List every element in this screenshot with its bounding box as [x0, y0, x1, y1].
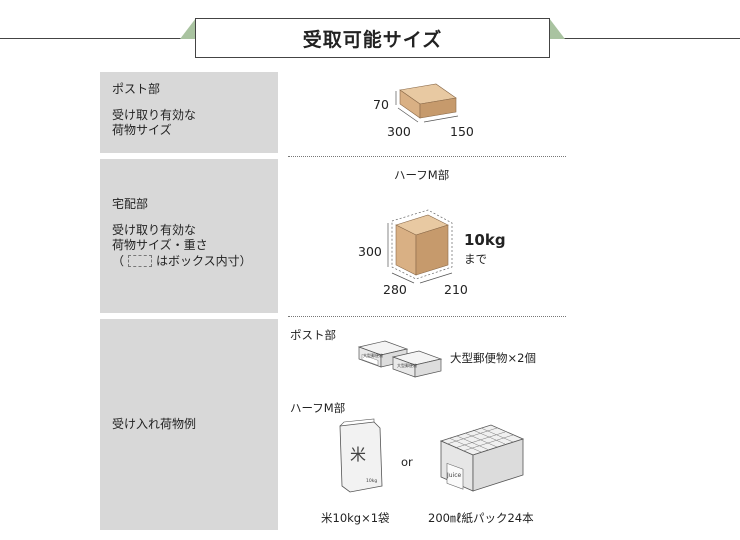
envelope-text-2: 大型郵便物 — [397, 362, 417, 368]
label-delivery: 宅配部 受け取り有効な 荷物サイズ・重さ （ はボックス内寸） — [100, 159, 278, 313]
juice-case-illustration: Juice — [439, 424, 525, 492]
label-post-line3: 荷物サイズ — [112, 123, 172, 138]
label-delivery-line2: 受け取り有効な — [112, 222, 197, 237]
label-examples: 受け入れ荷物例 — [100, 319, 278, 530]
delivery-weight: 10kg — [464, 231, 506, 249]
dashed-box-icon — [128, 255, 153, 268]
label-delivery-title: 宅配部 — [112, 197, 149, 211]
separator-2 — [288, 316, 566, 317]
examples-half-title: ハーフM部 — [290, 401, 346, 415]
delivery-dim-depth: 210 — [444, 282, 468, 297]
delivery-weight-suffix: まで — [464, 252, 487, 266]
post-size-box-illustration — [395, 83, 459, 123]
header-accent-right — [549, 18, 565, 39]
delivery-size-box-illustration — [387, 209, 453, 284]
label-post-title: ポスト部 — [112, 82, 161, 96]
header-rule-right — [550, 38, 740, 39]
juice-text: Juice — [446, 472, 462, 479]
header-accent-left — [180, 18, 196, 39]
bag-text: 10kg — [366, 478, 377, 484]
post-dim-width: 300 — [387, 124, 411, 139]
label-post-line2: 受け取り有効な — [112, 107, 197, 122]
delivery-dim-width: 280 — [383, 282, 407, 297]
label-delivery-line3: 荷物サイズ・重さ — [112, 238, 208, 253]
delivery-dim-height: 300 — [358, 244, 382, 259]
note-text: はボックス内寸） — [156, 253, 252, 268]
separator-1 — [288, 156, 566, 157]
delivery-section-title: ハーフM部 — [394, 168, 450, 182]
examples-rice-caption: 米10kg×1袋 — [321, 511, 390, 525]
label-post: ポスト部 受け取り有効な 荷物サイズ — [100, 72, 278, 153]
label-delivery-note: （ はボックス内寸） — [112, 254, 278, 270]
envelopes-illustration: 大型郵便物 大型郵便物 — [357, 340, 443, 378]
page-title-text: 受取可能サイズ — [302, 28, 443, 51]
examples-or: or — [401, 455, 413, 469]
svg-text:米: 米 — [350, 445, 366, 464]
examples-juice-caption: 200㎖紙パック24本 — [428, 511, 534, 525]
examples-post-title: ポスト部 — [290, 328, 336, 342]
note-open-paren: （ — [112, 253, 125, 268]
page-title: 受取可能サイズ — [195, 18, 550, 58]
post-dim-height: 70 — [373, 97, 389, 112]
rice-bag-illustration: 米 10kg — [339, 418, 383, 493]
envelope-text-1: 大型郵便物 — [363, 352, 383, 358]
label-examples-text: 受け入れ荷物例 — [112, 416, 197, 431]
examples-post-item: 大型郵便物×2個 — [450, 351, 536, 365]
header-rule-left — [0, 38, 195, 39]
post-dim-depth: 150 — [450, 124, 474, 139]
